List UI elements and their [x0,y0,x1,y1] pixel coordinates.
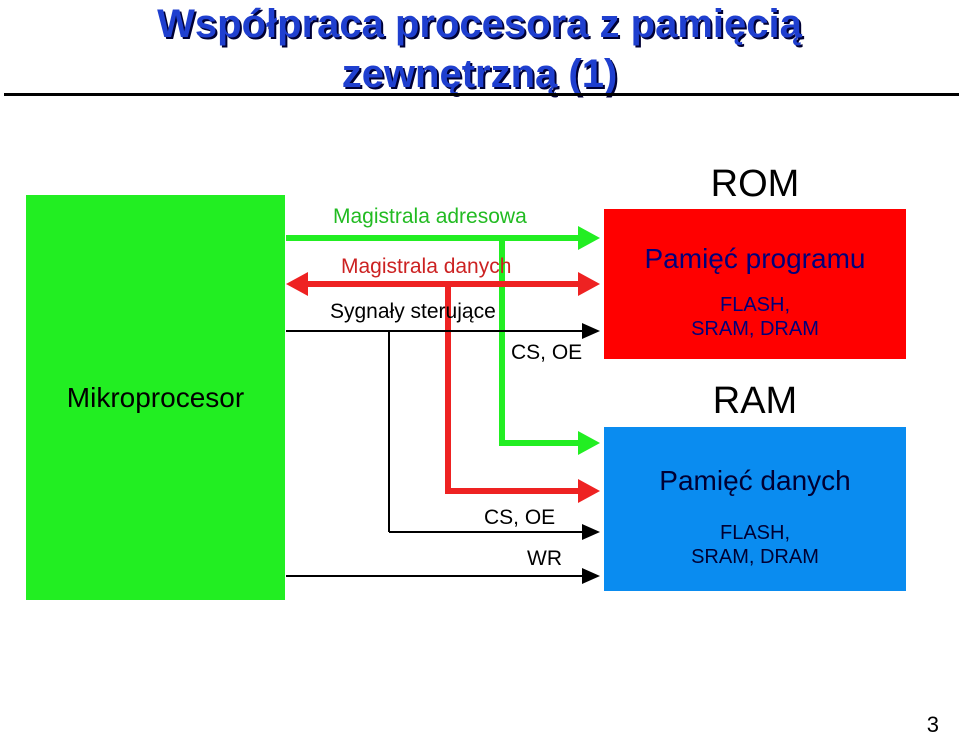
rom-name: Pamięć programu [644,243,866,274]
rom-tech-line-2: SRAM, DRAM [691,318,819,340]
address-bus-label: Magistrala adresowa [333,205,527,228]
ram-name: Pamięć danych [659,465,851,496]
control-signals [286,323,600,584]
rom-block: Pamięć programu FLASH, SRAM, DRAM [604,209,906,359]
data-bus [286,272,600,503]
ram-write-label: WR [527,547,562,570]
slide-title-line-1: Współpraca procesora z pamięcią [157,2,802,46]
ram-tech-line-1: FLASH, [719,522,791,544]
page-number: 3 [926,712,939,737]
control-signals-label: Sygnały sterujące [330,300,496,323]
cpu-label: Mikroprocesor [66,382,245,413]
ram-tech-line-2: SRAM, DRAM [691,546,819,568]
rom-signals-label: CS, OE [511,341,583,364]
ram-block: Pamięć danych FLASH, SRAM, DRAM [604,427,906,591]
ram-signals-label: CS, OE [484,506,556,529]
title-underline [4,93,959,96]
slide-title-line-2: zewnętrzną (1) [341,52,618,96]
rom-tech-line-1: FLASH, [719,294,791,316]
ram-heading: RAM [712,380,798,422]
cpu-block: Mikroprocesor [26,195,285,600]
data-bus-label: Magistrala danych [341,255,512,278]
rom-heading: ROM [710,163,800,205]
address-bus [286,226,600,455]
